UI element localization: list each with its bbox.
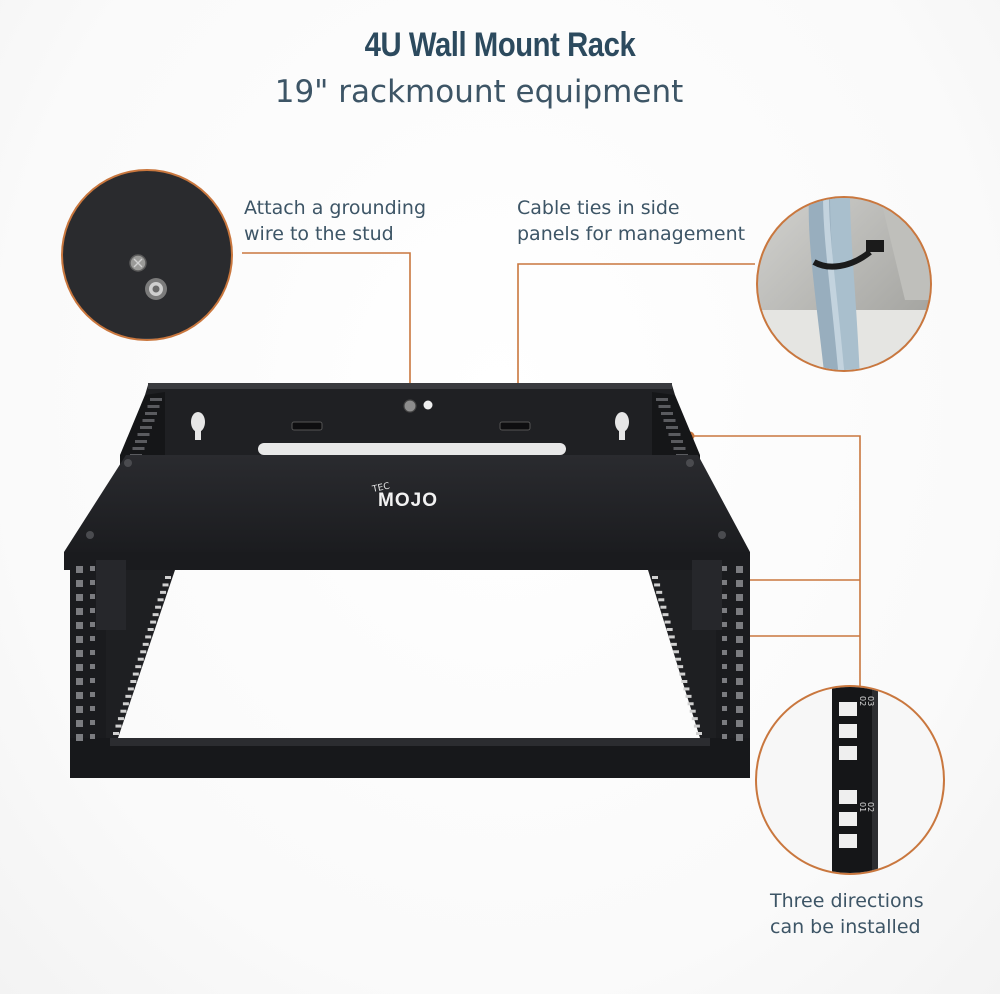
rack-front-frame <box>64 552 750 778</box>
logo-small-text: TEC <box>371 482 391 496</box>
leader-grounding <box>242 252 411 386</box>
rail-number-top-second: 02 <box>858 696 867 706</box>
rail-number-top: 03 <box>866 696 875 706</box>
logo-main-text: MOJO <box>378 490 438 511</box>
cable-bundle-icon <box>756 196 932 372</box>
page-title: 4U Wall Mount Rack <box>364 26 636 64</box>
rack-back-panel <box>145 383 675 455</box>
leader-cable-ties <box>517 263 755 410</box>
rail-detail-icon: 03 02 02 01 <box>755 685 945 875</box>
grounding-stud-icon <box>61 169 233 341</box>
callout-grounding: Attach a grounding wire to the stud <box>244 197 427 245</box>
leader-directions-top <box>690 435 861 690</box>
callout-cable-ties: Cable ties in side panels for management <box>517 197 746 245</box>
page-subtitle: 19" rackmount equipment <box>274 74 684 110</box>
callout-directions: Three directions can be installed <box>770 890 924 938</box>
rack-top-plate: TEC MOJO <box>64 455 750 560</box>
rail-number-bottom: 02 <box>866 802 875 812</box>
rail-number-bottom-second: 01 <box>858 802 867 812</box>
